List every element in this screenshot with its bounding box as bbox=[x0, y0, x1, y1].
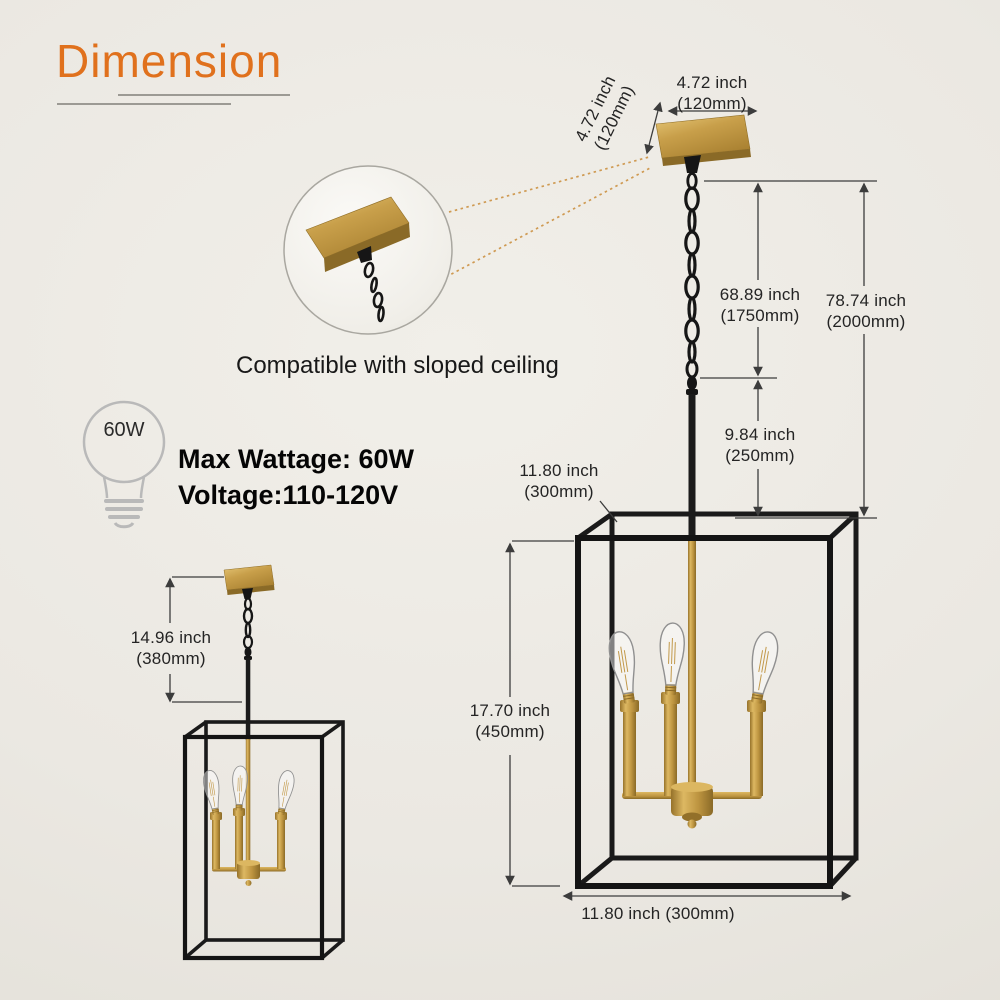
chain-length-mm: (1750mm) bbox=[720, 306, 800, 326]
rod-length-label: 9.84 inch (250mm) bbox=[714, 424, 806, 467]
candle-right bbox=[750, 710, 763, 796]
voltage-text: Voltage:110-120V bbox=[178, 480, 399, 510]
small-height-mm: (380mm) bbox=[136, 649, 206, 669]
ceiling-canopy bbox=[655, 114, 751, 173]
small-height-inch: 14.96 inch bbox=[130, 628, 212, 647]
title-underline-2 bbox=[57, 103, 231, 105]
canopy-width-mm: (120mm) bbox=[677, 94, 747, 114]
bulb-wattage-label: 60W bbox=[103, 419, 145, 441]
total-length-label: 78.74 inch (2000mm) bbox=[818, 290, 914, 333]
top-width-mm: (300mm) bbox=[524, 482, 594, 502]
callout-dotted-lines bbox=[445, 156, 653, 278]
total-length-mm: (2000mm) bbox=[826, 312, 906, 332]
cage-height-inch: 17.70 inch bbox=[469, 701, 551, 720]
chain-length-label: 68.89 inch (1750mm) bbox=[712, 284, 808, 327]
page-title: Dimension bbox=[56, 35, 283, 87]
chain-length-inch: 68.89 inch bbox=[719, 285, 801, 304]
small-pendant bbox=[182, 564, 345, 961]
rod-length-mm: (250mm) bbox=[725, 446, 795, 466]
brass-rod bbox=[688, 540, 696, 790]
cage-height-mm: (450mm) bbox=[475, 722, 545, 742]
stem-rod bbox=[688, 394, 696, 544]
cage-height-label: 17.70 inch (450mm) bbox=[462, 700, 558, 743]
chain bbox=[684, 172, 700, 379]
total-length-inch: 78.74 inch bbox=[825, 291, 907, 310]
rod-length-inch: 9.84 inch bbox=[724, 425, 796, 444]
candle-middle bbox=[664, 702, 677, 796]
canopy-width-inch: 4.72 inch bbox=[676, 73, 748, 92]
candle-left bbox=[623, 710, 636, 796]
sloped-ceiling-note: Compatible with sloped ceiling bbox=[236, 352, 559, 379]
title-underline-1 bbox=[118, 94, 290, 96]
max-wattage-text: Max Wattage: 60W bbox=[178, 444, 415, 474]
sloped-ceiling-inset bbox=[283, 165, 453, 335]
dimension-lines bbox=[165, 101, 877, 901]
stem-knob bbox=[687, 376, 697, 390]
brass-hub bbox=[671, 786, 713, 816]
top-width-label: 11.80 inch (300mm) bbox=[498, 460, 620, 503]
small-height-label: 14.96 inch (380mm) bbox=[122, 627, 220, 670]
bottom-width-label: 11.80 inch (300mm) bbox=[581, 904, 735, 923]
canopy-width-label: 4.72 inch (120mm) bbox=[660, 72, 764, 115]
bulb-60w-icon bbox=[82, 400, 166, 529]
top-width-inch: 11.80 inch bbox=[519, 461, 599, 480]
main-pendant bbox=[575, 376, 859, 889]
